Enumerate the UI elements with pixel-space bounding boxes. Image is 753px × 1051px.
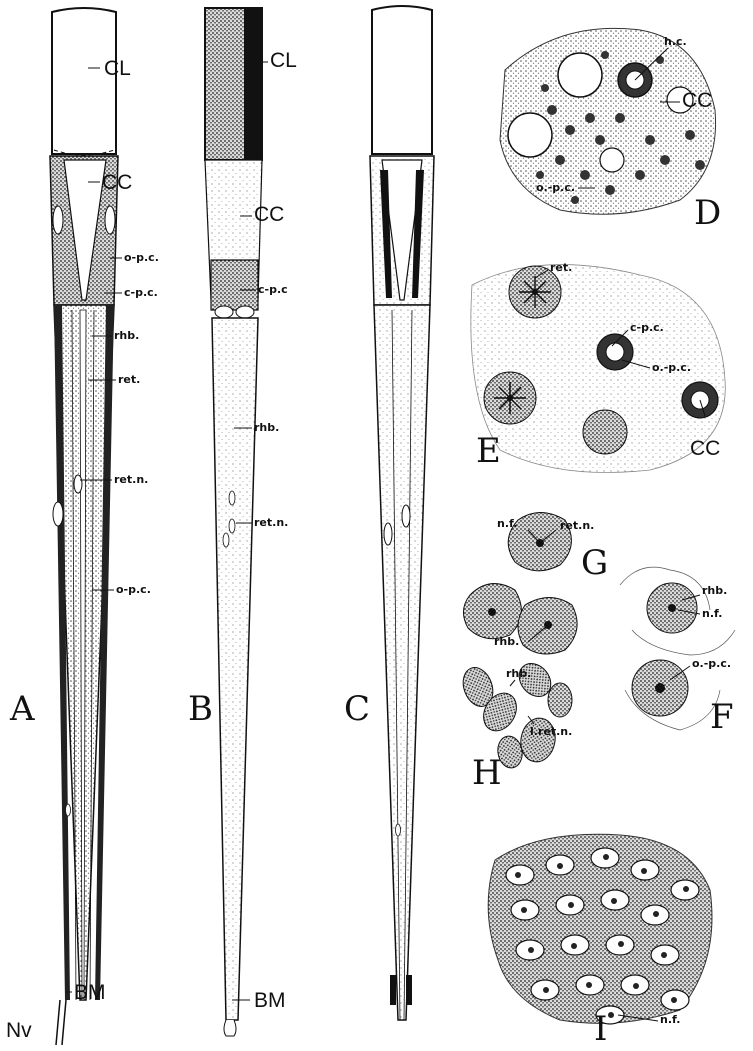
- label-f-rhb: rhb.: [702, 585, 727, 596]
- panel-letter-f: F: [710, 700, 734, 734]
- label-b-rhb: rhb.: [254, 422, 279, 433]
- label-a-opc-lower: o-p.c.: [116, 584, 151, 595]
- panel-letter-i: I: [594, 1012, 607, 1046]
- label-a-retn: ret.n.: [114, 474, 148, 485]
- panel-letter-d: D: [694, 196, 721, 230]
- section-g: [463, 513, 577, 655]
- label-b-retn: ret.n.: [254, 517, 288, 528]
- section-i: [488, 834, 712, 1024]
- label-b-cc: CC: [254, 204, 284, 225]
- label-d-cc: CC: [682, 90, 712, 111]
- label-e-cpc: c-p.c.: [630, 322, 664, 333]
- label-a-nv: Nv: [6, 1020, 32, 1041]
- panel-letter-h: H: [472, 756, 502, 790]
- label-a-rhb: rhb.: [114, 330, 139, 341]
- label-i-nf: n.f.: [660, 1014, 680, 1025]
- label-e-opc: o.-p.c.: [652, 362, 691, 373]
- ommatidium-c: [370, 6, 434, 1020]
- panel-letter-b: B: [188, 692, 213, 726]
- panel-letter-g: G: [581, 546, 608, 580]
- section-d: [500, 28, 716, 214]
- label-a-cpc: c-p.c.: [124, 287, 158, 298]
- label-f-nf: n.f.: [702, 608, 722, 619]
- label-b-cl: CL: [270, 50, 297, 71]
- label-g-retn: ret.n.: [560, 520, 594, 531]
- panel-letter-c: C: [344, 692, 370, 726]
- label-h-lretn: l.ret.n.: [530, 726, 572, 737]
- label-g-rhb: rhb.: [494, 636, 519, 647]
- ommatidium-a: [50, 8, 118, 1045]
- label-d-opc: o.-p.c.: [536, 182, 575, 193]
- panel-letter-a: A: [10, 692, 35, 726]
- label-a-ret: ret.: [118, 374, 140, 385]
- label-e-cc: CC: [690, 438, 720, 459]
- label-a-bm: BM: [74, 982, 106, 1003]
- label-b-bm: BM: [254, 990, 286, 1011]
- label-a-cl: CL: [104, 58, 131, 79]
- label-d-hc: h.c.: [664, 36, 687, 47]
- label-g-nf: n.f.: [497, 518, 517, 529]
- label-a-cc: CC: [102, 172, 132, 193]
- label-b-cpc: c-p.c: [258, 284, 288, 295]
- label-e-ret: ret.: [550, 262, 572, 273]
- label-h-rhb: rhb.: [506, 668, 531, 679]
- panel-letter-e: E: [476, 434, 501, 468]
- label-f-opc: o.-p.c.: [692, 658, 731, 669]
- label-a-opc-upper: o-p.c.: [124, 252, 159, 263]
